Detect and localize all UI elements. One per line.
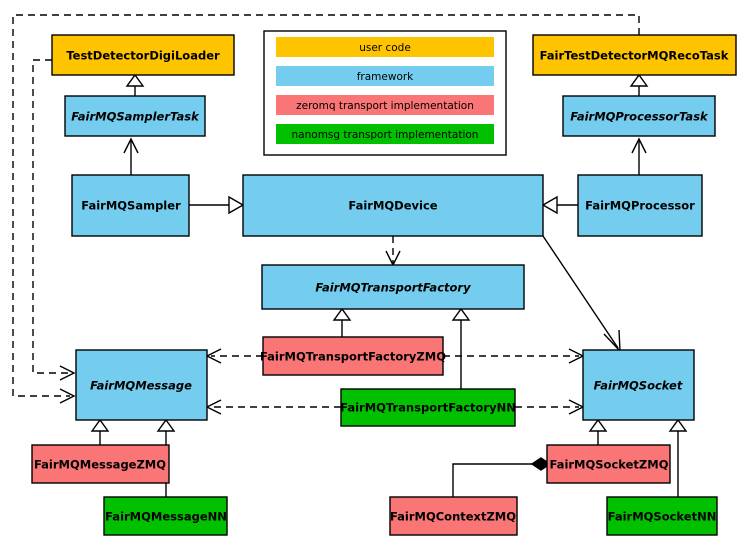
edge-recotask-to-message-arrowhead [59, 388, 76, 404]
edge-digiloader-to-message-arrowhead [59, 365, 76, 381]
node-FairMQMessage[interactable]: FairMQMessage [75, 349, 208, 421]
edge-contextzmq-to-socketzmq [452, 463, 532, 497]
node-FairMQSocketZMQ[interactable]: FairMQSocketZMQ [546, 444, 671, 484]
node-label: FairMQMessageNN [105, 510, 227, 524]
node-FairMQMessageNN[interactable]: FairMQMessageNN [103, 496, 228, 536]
node-label: FairMQMessage [90, 379, 192, 393]
node-layer: TestDetectorDigiLoader FairTestDetectorM… [31, 34, 737, 536]
node-label: FairMQSocket [594, 379, 683, 393]
edge-messagenn-to-message-triangle [156, 418, 176, 432]
legend-item-user-code: user code [276, 37, 494, 57]
node-label: FairMQTransportFactory [315, 281, 471, 295]
node-box[interactable] [546, 444, 671, 484]
legend-label-framework: framework [357, 71, 414, 83]
node-label: FairMQDevice [348, 199, 437, 213]
legend-label-zeromq: zeromq transport implementation [296, 100, 474, 112]
node-FairMQMessageZMQ[interactable]: FairMQMessageZMQ [31, 444, 170, 484]
legend-swatch-nanomsg [276, 124, 494, 144]
node-FairTestDetectorMQRecoTask[interactable]: FairTestDetectorMQRecoTask [532, 34, 737, 76]
node-FairMQProcessorTask[interactable]: FairMQProcessorTask [562, 95, 716, 137]
node-box[interactable] [64, 95, 206, 137]
edge-digiloader-to-message [32, 59, 70, 374]
node-box[interactable] [389, 496, 518, 536]
node-box[interactable] [242, 174, 544, 237]
legend-item-framework: framework [276, 66, 494, 86]
node-label: FairMQMessageZMQ [34, 458, 166, 472]
edge-messagezmq-to-message-triangle [90, 418, 110, 432]
edge-socketnn-to-socket-triangle [668, 418, 688, 432]
node-label: FairMQTransportFactoryNN [340, 401, 516, 415]
node-box[interactable] [582, 349, 695, 421]
node-label: FairMQContextZMQ [390, 510, 516, 524]
node-box[interactable] [71, 174, 190, 237]
node-FairMQDevice[interactable]: FairMQDevice [242, 174, 544, 237]
node-label: FairMQProcessor [585, 199, 695, 213]
node-label: FairMQSampler [81, 199, 181, 213]
node-FairMQSampler[interactable]: FairMQSampler [71, 174, 190, 237]
node-FairMQSocketNN[interactable]: FairMQSocketNN [606, 496, 718, 536]
edge-recotask-to-message [12, 14, 640, 397]
edge-processor-to-processortask-arrowhead [631, 137, 647, 154]
node-box[interactable] [606, 496, 718, 536]
edge-processor-to-device-triangle [541, 195, 558, 215]
node-box[interactable] [532, 34, 737, 76]
node-box[interactable] [75, 349, 208, 421]
node-box[interactable] [262, 336, 444, 376]
legend-label-nanomsg: nanomsg transport implementation [292, 129, 479, 141]
legend-panel: user code framework zeromq transport imp… [263, 30, 507, 156]
edge-samplertask-to-digiloader-triangle [125, 73, 145, 87]
node-box[interactable] [51, 34, 235, 76]
node-FairMQTransportFactoryNN[interactable]: FairMQTransportFactoryNN [340, 388, 516, 427]
legend-swatch-user-code [276, 37, 494, 57]
node-label: TestDetectorDigiLoader [66, 49, 220, 63]
legend-item-zeromq: zeromq transport implementation [276, 95, 494, 115]
legend-item-nanomsg: nanomsg transport implementation [276, 124, 494, 144]
edge-processortask-to-recotask-triangle [629, 73, 649, 87]
node-label: FairMQSocketZMQ [550, 458, 669, 472]
node-box[interactable] [340, 388, 516, 427]
node-FairMQContextZMQ[interactable]: FairMQContextZMQ [389, 496, 518, 536]
node-FairMQSamplerTask[interactable]: FairMQSamplerTask [64, 95, 206, 137]
node-box[interactable] [577, 174, 703, 237]
node-FairMQTransportFactoryZMQ[interactable]: FairMQTransportFactoryZMQ [260, 336, 446, 376]
legend-swatch-framework [276, 66, 494, 86]
node-label: FairMQSamplerTask [71, 110, 200, 124]
node-box[interactable] [103, 496, 228, 536]
node-TestDetectorDigiLoader[interactable]: TestDetectorDigiLoader [51, 34, 235, 76]
edge-device-to-socket-arrowhead [603, 329, 621, 353]
node-FairMQProcessor[interactable]: FairMQProcessor [577, 174, 703, 237]
node-box[interactable] [261, 264, 525, 310]
edge-tfzmq-to-tf-triangle [332, 307, 352, 321]
legend-swatch-zeromq [276, 95, 494, 115]
node-label: FairMQTransportFactoryZMQ [260, 350, 446, 364]
legend-label-user-code: user code [359, 42, 411, 54]
node-FairMQTransportFactory[interactable]: FairMQTransportFactory [261, 264, 525, 310]
node-label: FairTestDetectorMQRecoTask [540, 49, 729, 63]
edge-device-to-socket [542, 235, 619, 349]
edge-sampler-to-samplertask-arrowhead [123, 137, 139, 154]
node-box[interactable] [31, 444, 170, 484]
node-label: FairMQSocketNN [608, 510, 717, 524]
edge-sampler-to-device-triangle [228, 195, 245, 215]
node-box[interactable] [562, 95, 716, 137]
edge-socketzmq-to-socket-triangle [588, 418, 608, 432]
node-FairMQSocket[interactable]: FairMQSocket [582, 349, 695, 421]
edge-tfnn-to-tf-triangle [451, 307, 471, 321]
node-label: FairMQProcessorTask [570, 110, 709, 124]
